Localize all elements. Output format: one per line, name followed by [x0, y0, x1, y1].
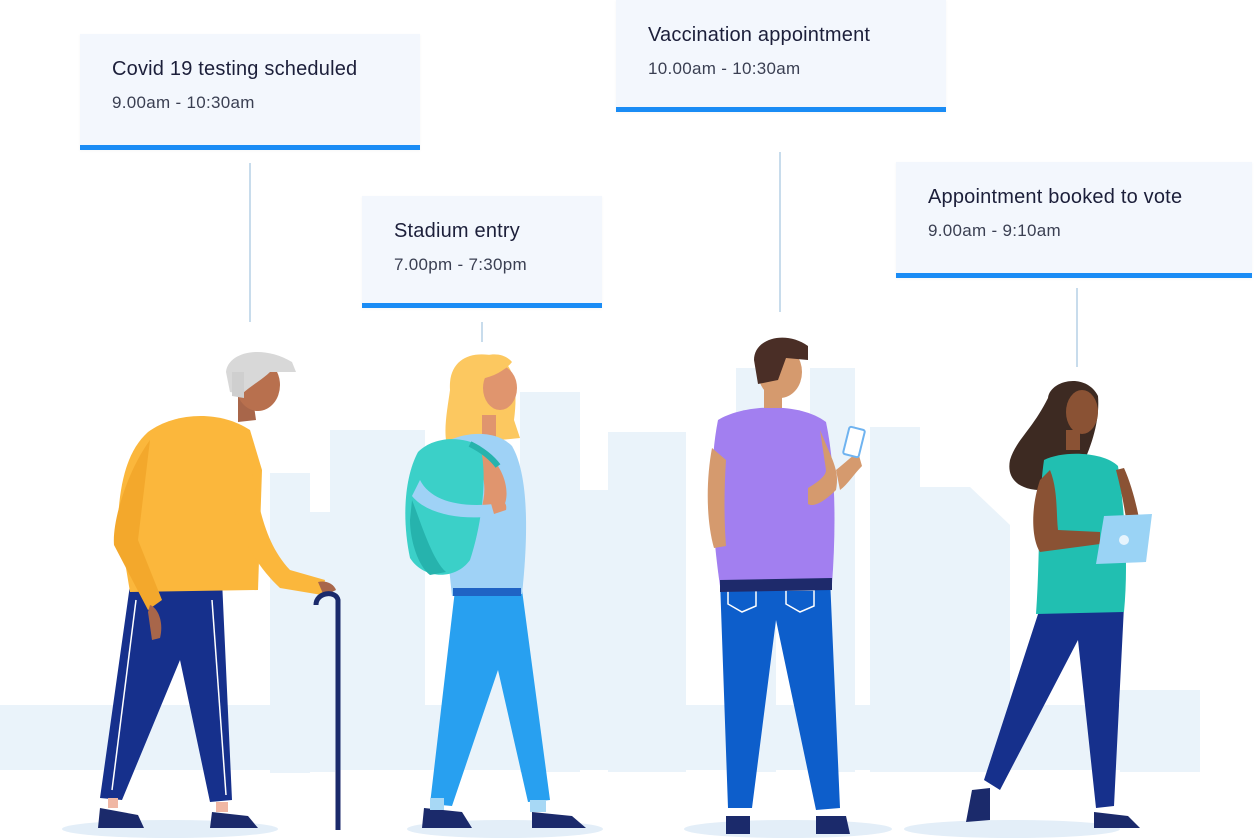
appointment-title: Stadium entry	[394, 220, 520, 242]
man-looking-at-phone	[707, 337, 866, 834]
appointment-title: Vaccination appointment	[648, 24, 871, 46]
woman-with-backpack	[405, 354, 586, 828]
appointment-title: Covid 19 testing scheduled	[112, 58, 358, 80]
appointment-card-covid-testing: Covid 19 testing scheduled 9.00am - 10:3…	[80, 34, 420, 150]
appointment-card-vote: Appointment booked to vote 9.00am - 9:10…	[896, 162, 1252, 278]
elderly-man-with-cane	[98, 351, 341, 830]
appointment-time: 9.00am - 10:30am	[112, 93, 255, 112]
appointment-time: 9.00am - 9:10am	[928, 221, 1062, 240]
appointment-time: 10.00am - 10:30am	[648, 59, 801, 78]
appointment-card-vaccination: Vaccination appointment 10.00am - 10:30a…	[616, 0, 946, 112]
appointment-title: Appointment booked to vote	[928, 186, 1183, 208]
connector-lines	[249, 152, 1078, 367]
appointment-time: 7.00pm - 7:30pm	[394, 255, 528, 274]
appointment-card-stadium-entry: Stadium entry 7.00pm - 7:30pm	[362, 196, 602, 308]
woman-holding-tablet	[966, 381, 1152, 828]
